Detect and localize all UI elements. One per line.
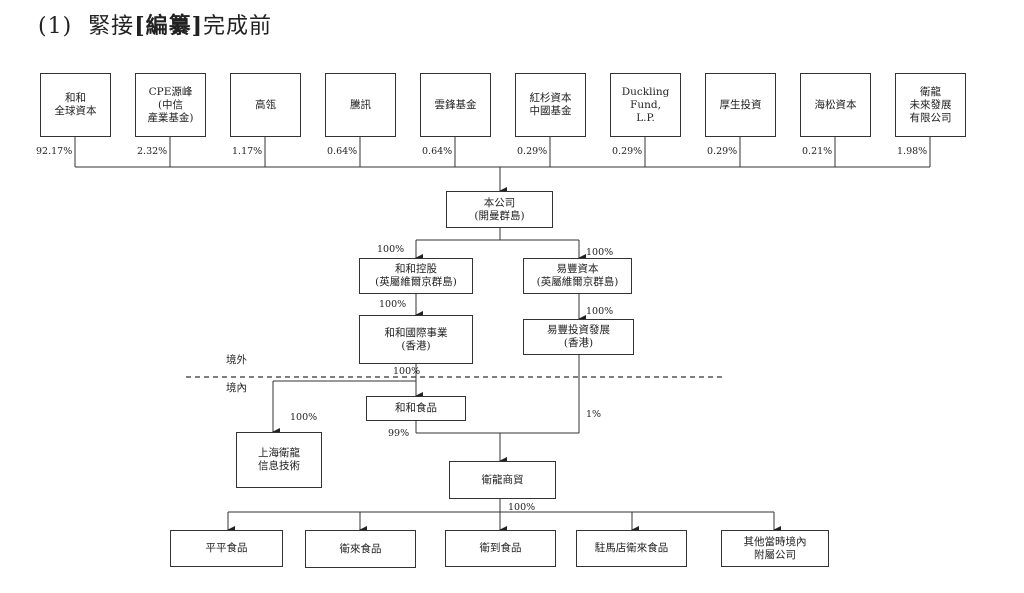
heading-bold: [編纂] [134,13,204,39]
subsidiary-box: 衛到食品 [445,530,556,567]
shareholder-pct: 0.29% [612,146,643,157]
shareholder-box: CPE源峰 (中信 產業基金) [135,73,206,137]
shareholder-pct: 2.32% [137,146,168,157]
shareholder-box: 衛龍 未來發展 有限公司 [895,73,966,137]
subsidiary-box: 平平食品 [170,530,283,567]
subsidiary-box: 衛來食品 [305,530,416,568]
shareholder-pct: 0.64% [422,146,453,157]
weilong-trade-box: 衛龍商貿 [449,461,556,499]
shareholder-box: 騰訊 [325,73,396,137]
shareholder-pct: 1.17% [232,146,263,157]
hehe-intl-pct: 100% [379,299,407,310]
subsidiary-box: 其他當時境內 附屬公司 [721,530,829,567]
company-box: 本公司 (開曼群島) [446,191,553,228]
hehe-holdings-pct: 100% [377,244,405,255]
shareholder-pct: 0.64% [327,146,358,157]
shareholder-box: 高瓴 [230,73,301,137]
heading-suffix: 完成前 [203,14,273,39]
shanghai-pct: 100% [290,412,318,423]
hehe-food-box: 和和食品 [366,396,466,421]
zone-offshore-label: 境外 [226,354,247,366]
shareholder-pct: 92.17% [36,146,73,157]
shareholder-box: 雲鋒基金 [420,73,491,137]
hehe-food-pct-in: 100% [393,366,421,377]
hehe-food-pct-out: 99% [388,428,410,439]
yifeng-capital-pct: 100% [586,247,614,258]
subsidiary-box: 駐馬店衛來食品 [576,530,687,567]
page-title: (1) 緊接[編纂]完成前 [38,8,272,40]
shareholder-pct: 0.29% [707,146,738,157]
shareholder-pct: 0.21% [802,146,833,157]
yifeng-capital-box: 易豐資本 (英屬維爾京群島) [523,258,632,294]
shanghai-box: 上海衛龍 信息技術 [236,432,322,488]
shareholder-box: 和和 全球資本 [40,73,111,137]
shareholder-box: 海松資本 [800,73,871,137]
shareholder-box: 厚生投資 [705,73,776,137]
hehe-holdings-box: 和和控股 (英屬維爾京群島) [359,258,473,294]
shareholder-box: 紅杉資本 中國基金 [515,73,586,137]
heading-prefix: 緊接 [88,14,135,39]
yifeng-invest-pct: 100% [586,306,614,317]
heading-number: (1) [38,14,73,39]
shareholder-pct: 0.29% [517,146,548,157]
shareholder-box: Duckling Fund, L.P. [610,73,681,137]
hehe-intl-box: 和和國際事業 (香港) [359,315,473,364]
zone-onshore-label: 境內 [226,382,247,394]
yifeng-to-trade-pct: 1% [586,409,602,420]
yifeng-invest-box: 易豐投資發展 (香港) [523,319,634,355]
shareholder-pct: 1.98% [897,146,928,157]
subsidiaries-pct: 100% [508,502,536,513]
